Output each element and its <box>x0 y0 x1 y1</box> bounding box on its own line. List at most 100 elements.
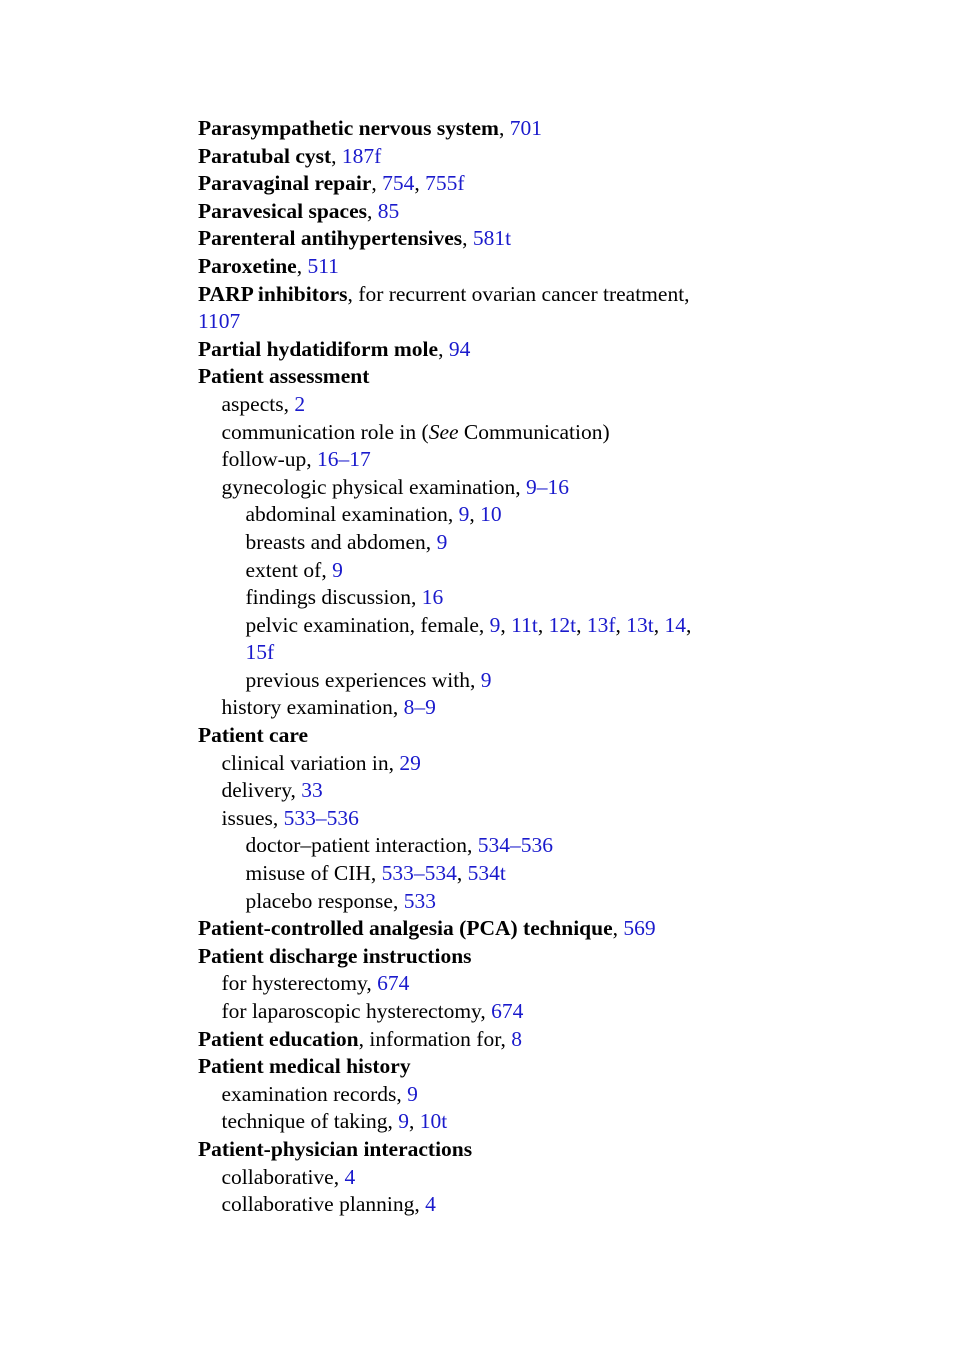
index-text: , <box>438 336 449 361</box>
index-subentry: for hysterectomy, 674 <box>198 970 798 998</box>
index-term: Patient medical history <box>198 1054 411 1079</box>
index-text: , <box>366 198 378 223</box>
page-reference-link[interactable]: 13f <box>586 612 616 637</box>
index-text: , <box>331 143 342 168</box>
page-reference-link[interactable]: 8–9 <box>403 695 436 720</box>
page-reference-link[interactable]: 9 <box>398 1109 409 1134</box>
index-text: gynecologic physical examination, <box>221 474 526 499</box>
page-reference-link[interactable]: 14 <box>664 612 687 637</box>
index-text: previous experiences with, <box>245 667 481 692</box>
index-subentry: clinical variation in, 29 <box>198 750 798 778</box>
page-reference-link[interactable]: 9 <box>458 502 470 527</box>
index-subentry: issues, 533–536 <box>198 805 798 833</box>
page-reference-link[interactable]: 534t <box>467 861 506 886</box>
index-text: , <box>408 1109 420 1134</box>
index-text: for hysterectomy, <box>221 971 378 996</box>
index-text: , <box>371 171 383 196</box>
page-reference-link[interactable]: 534–536 <box>477 833 553 858</box>
index-entry: PARP inhibitors, for recurrent ovarian c… <box>198 281 798 309</box>
index-text: , information for, <box>358 1026 512 1051</box>
index-text: , <box>686 612 692 637</box>
page-reference-link[interactable]: 11t <box>511 612 538 637</box>
index-subentry: aspects, 2 <box>198 391 798 419</box>
index-term: Patient discharge instructions <box>198 943 472 968</box>
page-reference-link[interactable]: 10 <box>480 502 502 527</box>
page-reference-link[interactable]: 533 <box>403 888 436 913</box>
page-reference-link[interactable]: 187f <box>341 143 382 168</box>
index-text: technique of taking, <box>221 1109 399 1134</box>
index-term: Paravesical spaces <box>198 198 367 223</box>
page-reference-link[interactable]: 4 <box>344 1164 356 1189</box>
page-reference-link[interactable]: 754 <box>382 171 415 196</box>
index-text: Communication) <box>458 419 610 444</box>
index-text: for laparoscopic hysterectomy, <box>221 999 492 1023</box>
index-text: doctor–patient interaction, <box>245 833 478 858</box>
page-reference-link[interactable]: 569 <box>623 916 656 941</box>
page-reference-link[interactable]: 16–17 <box>317 447 371 472</box>
page-reference-link[interactable]: 9 <box>489 612 501 637</box>
page-reference-link[interactable]: 674 <box>377 971 410 996</box>
page-reference-link[interactable]: 33 <box>301 778 323 803</box>
page-reference-link[interactable]: 1107 <box>198 309 241 334</box>
index-term: Paratubal cyst <box>198 143 332 168</box>
index-subentry: delivery, 33 <box>198 777 798 805</box>
page-reference-link[interactable]: 13t <box>626 612 654 637</box>
index-term: Patient education <box>198 1026 359 1051</box>
page-reference-link[interactable]: 10t <box>419 1109 448 1134</box>
cross-reference-see: See <box>428 419 459 444</box>
index-subentry: gynecologic physical examination, 9–16 <box>198 474 798 502</box>
page-reference-link[interactable]: 12t <box>548 612 577 637</box>
index-text: examination records, <box>221 1081 408 1106</box>
page-reference-link[interactable]: 674 <box>491 999 524 1023</box>
page-reference-link[interactable]: 9 <box>407 1081 418 1106</box>
page-reference-link[interactable]: 533–536 <box>283 805 359 830</box>
page-reference-link[interactable]: 94 <box>448 336 471 361</box>
page-reference-link[interactable]: 9 <box>436 529 448 554</box>
index-text: issues, <box>221 805 284 830</box>
page-reference-link[interactable]: 755f <box>425 171 465 196</box>
page-reference-link[interactable]: 85 <box>377 198 400 223</box>
page-reference-link[interactable]: 9 <box>332 557 343 582</box>
index-text: , <box>469 502 481 527</box>
index-text: misuse of CIH, <box>245 861 382 886</box>
index-text: collaborative planning, <box>221 1192 426 1217</box>
index-text: breasts and abdomen, <box>245 529 437 554</box>
index-text: findings discussion, <box>245 585 422 610</box>
page-reference-link[interactable]: 701 <box>509 116 542 140</box>
index-subentry: history examination, 8–9 <box>198 694 798 722</box>
index-entry: Paravesical spaces, 85 <box>198 198 798 226</box>
index-subentry: follow-up, 16–17 <box>198 446 798 474</box>
index-entry: Patient education, information for, 8 <box>198 1026 798 1054</box>
index-text: , <box>612 916 624 941</box>
index-text: , for recurrent ovarian cancer treatment… <box>347 281 690 306</box>
index-text: , <box>456 861 468 886</box>
page-reference-link[interactable]: 15f <box>245 640 275 665</box>
index-subsubentry: findings discussion, 16 <box>198 584 798 612</box>
page-reference-link[interactable]: 9 <box>480 667 492 692</box>
index-term: Paravaginal repair <box>198 171 372 196</box>
index-text: abdominal examination, <box>245 502 459 527</box>
page-reference-link[interactable]: 2 <box>294 391 306 416</box>
index-entry: Partial hydatidiform mole, 94 <box>198 336 798 364</box>
page-reference-link[interactable]: 16 <box>421 585 444 610</box>
index-text: , <box>615 612 627 637</box>
index-subsubentry: pelvic examination, female, 9, 11t, 12t,… <box>198 612 798 640</box>
index-term: Patient-controlled analgesia (PCA) techn… <box>198 916 613 941</box>
page-reference-link[interactable]: 511 <box>307 253 339 278</box>
index-text: , <box>498 116 510 140</box>
index-entry: Patient-physician interactions <box>198 1136 798 1164</box>
index-text: , <box>296 253 308 278</box>
page-reference-link[interactable]: 581t <box>472 226 512 251</box>
page-reference-link[interactable]: 533–534 <box>381 861 457 886</box>
index-text: pelvic examination, female, <box>245 612 490 637</box>
index-term: Partial hydatidiform mole <box>198 336 439 361</box>
index-entry: Patient-controlled analgesia (PCA) techn… <box>198 915 798 943</box>
index-entry: Paravaginal repair, 754, 755f <box>198 170 798 198</box>
page-reference-link[interactable]: 8 <box>511 1026 522 1051</box>
page-reference-link[interactable]: 4 <box>425 1192 436 1217</box>
index-term: Parenteral antihypertensives <box>198 226 463 251</box>
page-reference-link[interactable]: 9–16 <box>526 474 569 499</box>
page-reference-link[interactable]: 29 <box>399 750 421 775</box>
index-text: delivery, <box>221 778 302 803</box>
